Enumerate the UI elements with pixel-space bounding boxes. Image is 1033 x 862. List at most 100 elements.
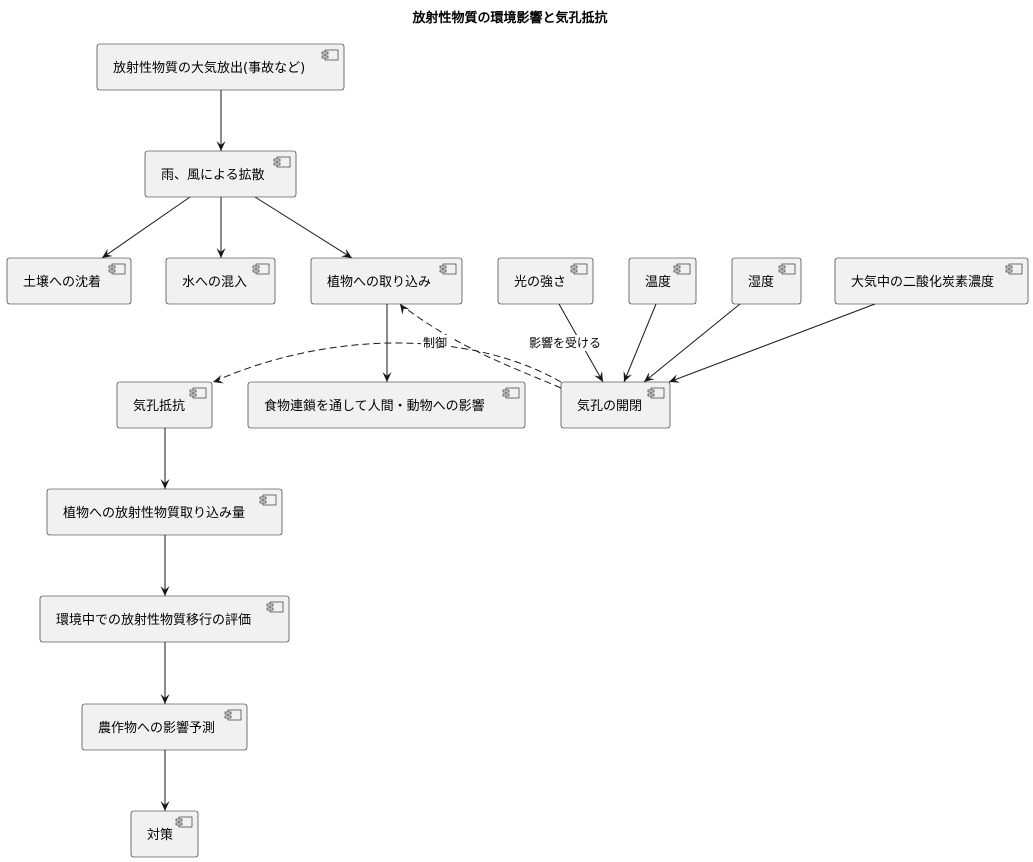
edge-line xyxy=(623,303,657,383)
component-icon xyxy=(224,709,242,721)
node-box xyxy=(81,703,248,751)
arrow-head xyxy=(623,371,632,382)
node-label: 光の強さ xyxy=(514,275,566,290)
arrow-head xyxy=(400,304,410,315)
node-label: 農作物への影響予測 xyxy=(98,720,215,736)
node-soil[interactable]: 土壌への沈着 xyxy=(6,257,132,305)
node-box xyxy=(310,257,463,305)
edge-stomata_open_close-to-stomatal_resistance xyxy=(212,342,562,384)
node-food-chain[interactable]: 食物連鎖を通して人間・動物への影響 xyxy=(247,381,526,429)
component-icon xyxy=(778,263,796,275)
edge-stomata_open_close-to-plant_uptake xyxy=(399,303,562,389)
component-icon xyxy=(175,816,193,828)
component-icon xyxy=(108,263,126,275)
node-label: 温度 xyxy=(645,274,671,290)
edge-spread-to-water xyxy=(216,197,226,258)
edge-labels-layer: 制御 影響を受ける xyxy=(421,335,609,351)
arrow-head xyxy=(160,694,170,704)
component-icon xyxy=(273,156,291,168)
arrow-head xyxy=(216,248,226,258)
node-box xyxy=(96,43,345,91)
node-co2[interactable]: 大気中の二酸化炭素濃度 xyxy=(834,257,1029,305)
component-icon xyxy=(439,263,457,275)
component-icon xyxy=(1005,263,1023,275)
edge-co2-to-stomata_open_close xyxy=(668,303,876,383)
node-label: 気孔抵抗 xyxy=(133,398,185,414)
edge-line xyxy=(254,196,353,259)
edge-line xyxy=(668,303,876,383)
arrow-head xyxy=(594,371,603,382)
node-box xyxy=(560,381,671,429)
node-stomatal-resistance[interactable]: 気孔抵抗 xyxy=(116,381,213,429)
node-label: 土壌への沈着 xyxy=(23,274,101,290)
arrow-head xyxy=(341,248,352,258)
node-temp[interactable]: 温度 xyxy=(628,257,697,305)
edges-layer xyxy=(101,90,876,811)
node-spread[interactable]: 雨、風による拡散 xyxy=(144,150,297,198)
node-box xyxy=(247,381,526,429)
node-humidity[interactable]: 湿度 xyxy=(731,257,802,305)
edge-line xyxy=(643,303,741,383)
node-label: 植物への取り込み xyxy=(327,275,431,290)
component-icon xyxy=(502,387,520,399)
edge-release-to-spread xyxy=(216,90,226,151)
edge-spread-to-plant_uptake xyxy=(254,196,353,259)
node-label: 湿度 xyxy=(748,274,774,290)
edge-crop_prediction-to-countermeasure xyxy=(160,750,170,811)
arrow-head xyxy=(160,479,170,489)
edge-label: 制御 xyxy=(423,335,447,350)
arrow-head xyxy=(382,372,392,382)
edge-uptake_amount-to-evaluation xyxy=(160,535,170,596)
edge-label-bg xyxy=(527,335,609,351)
edge-spread-to-soil xyxy=(101,196,191,259)
node-label: 水への混入 xyxy=(182,275,247,290)
edge-label-bg xyxy=(421,335,451,351)
node-water[interactable]: 水への混入 xyxy=(165,257,276,305)
component-icon xyxy=(647,387,665,399)
component-icon xyxy=(252,263,270,275)
component-icon xyxy=(570,263,588,275)
node-label: 大気中の二酸化炭素濃度 xyxy=(851,274,994,290)
node-box xyxy=(144,150,297,198)
arrow-head xyxy=(644,372,655,382)
node-label: 植物への放射性物質取り込み量 xyxy=(63,505,245,521)
arrow-head xyxy=(213,374,224,384)
edge-line xyxy=(212,342,562,383)
node-label: 食物連鎖を通して人間・動物への影響 xyxy=(264,398,485,414)
node-box xyxy=(497,257,594,305)
node-uptake-amount[interactable]: 植物への放射性物質取り込み量 xyxy=(46,488,283,536)
node-plant-uptake[interactable]: 植物への取り込み xyxy=(310,257,463,305)
node-label: 環境中での放射性物質移行の評価 xyxy=(56,612,251,628)
component-icon xyxy=(259,494,277,506)
node-box xyxy=(834,257,1029,305)
arrow-head xyxy=(216,141,226,151)
component-icon xyxy=(189,387,207,399)
node-box xyxy=(165,257,276,305)
node-stomata-open-close[interactable]: 気孔の開閉 xyxy=(560,381,671,429)
node-countermeasure[interactable]: 対策 xyxy=(130,810,199,858)
edge-label: 影響を受ける xyxy=(529,335,601,350)
arrow-head xyxy=(102,248,113,258)
node-box xyxy=(39,595,290,643)
node-box xyxy=(6,257,132,305)
edge-line xyxy=(101,196,191,259)
node-label: 気孔の開閉 xyxy=(577,398,642,414)
component-icon xyxy=(266,601,284,613)
node-box xyxy=(116,381,213,429)
arrow-head xyxy=(669,374,680,383)
node-label: 放射性物質の大気放出(事故など) xyxy=(113,60,305,76)
node-light[interactable]: 光の強さ xyxy=(497,257,594,305)
node-crop-prediction[interactable]: 農作物への影響予測 xyxy=(81,703,248,751)
node-evaluation[interactable]: 環境中での放射性物質移行の評価 xyxy=(39,595,290,643)
edge-line xyxy=(399,303,562,389)
node-label: 雨、風による拡散 xyxy=(161,168,265,183)
edge-temp-to-stomata_open_close xyxy=(623,303,657,383)
node-release[interactable]: 放射性物質の大気放出(事故など) xyxy=(96,43,345,91)
component-icon xyxy=(673,263,691,275)
arrow-head xyxy=(160,801,170,811)
diagram-title: 放射性物質の環境影響と気孔抵抗 xyxy=(411,10,607,26)
edge-stomatal_resistance-to-uptake_amount xyxy=(160,428,170,489)
component-icon xyxy=(321,49,339,61)
